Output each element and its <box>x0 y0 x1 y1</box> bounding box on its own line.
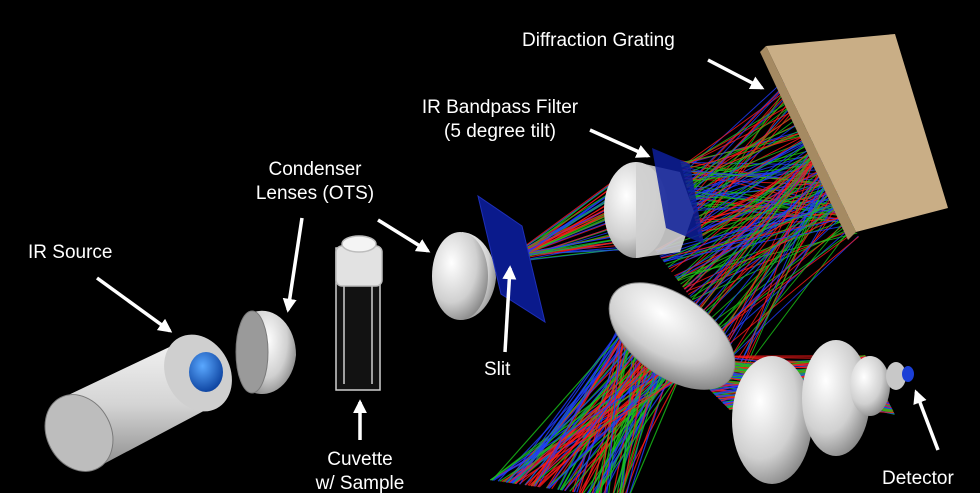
source-tip <box>189 352 223 392</box>
condenser-lens-2 <box>432 232 496 320</box>
detector-element <box>902 366 914 382</box>
condenser-arrow-1 <box>288 218 302 310</box>
slit-label: Slit <box>484 358 510 382</box>
detector-label: Detector <box>882 467 954 491</box>
filter-label: IR Bandpass Filter (5 degree tilt) <box>400 96 600 144</box>
filter-label-line-1: IR Bandpass Filter <box>400 96 600 120</box>
cuvette-label-line-1: Cuvette <box>300 448 420 472</box>
cuvette <box>336 236 382 390</box>
ir-source-label: IR Source <box>28 241 112 265</box>
ir-source-arrow <box>97 278 170 331</box>
condenser-label: Condenser Lenses (OTS) <box>240 158 390 206</box>
ir-source-lamp <box>32 323 245 484</box>
detector-arrow <box>916 392 938 450</box>
condenser-label-line-2: Lenses (OTS) <box>240 182 390 206</box>
cuvette-label-line-2: w/ Sample <box>300 472 420 493</box>
condenser-label-line-1: Condenser <box>240 158 390 182</box>
filter-label-line-2: (5 degree tilt) <box>400 120 600 144</box>
cuvette-label: Cuvette w/ Sample <box>300 448 420 493</box>
grating-label: Diffraction Grating <box>522 29 675 53</box>
grating-arrow <box>708 60 762 88</box>
condenser-arrow-2 <box>378 220 428 251</box>
condenser-lens-1 <box>236 311 296 394</box>
